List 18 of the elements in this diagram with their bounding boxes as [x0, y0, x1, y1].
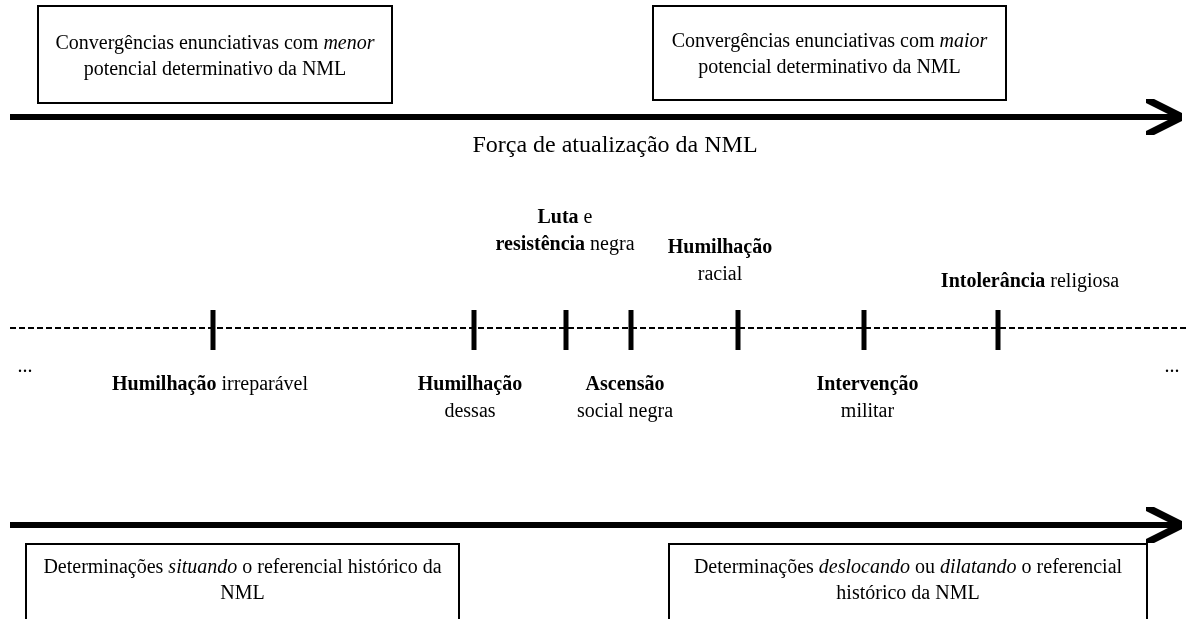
text-box: [25, 543, 460, 619]
term-label: Humilhação dessas: [416, 371, 524, 423]
box-text: Convergências enunciativas com maior potencial determinativo da NML: [670, 28, 989, 79]
term-label: Ascensão social negra: [575, 371, 675, 424]
term-label: Humilhação irreparável: [110, 371, 310, 397]
term-label: Luta e resistência negra: [495, 204, 635, 257]
term-label: Intervenção militar: [815, 371, 920, 423]
box-text: Determinações situando o referencial histórico da NML: [42, 554, 443, 605]
ellipsis: ...: [16, 353, 34, 378]
term-label: Intolerância religiosa: [939, 268, 1121, 294]
box-text: Convergências enunciativas com menor potencial determinativo da NML: [54, 29, 376, 81]
axis-title: Força de atualização da NML: [471, 130, 759, 159]
text-box: [37, 5, 393, 104]
text-box: [668, 543, 1148, 619]
text-box: [652, 5, 1007, 101]
term-label: Humilhação racial: [666, 234, 774, 286]
ellipsis: ...: [1163, 353, 1181, 378]
box-text: Determinações deslocando ou dilatando o referencial histórico da NML: [692, 554, 1124, 605]
